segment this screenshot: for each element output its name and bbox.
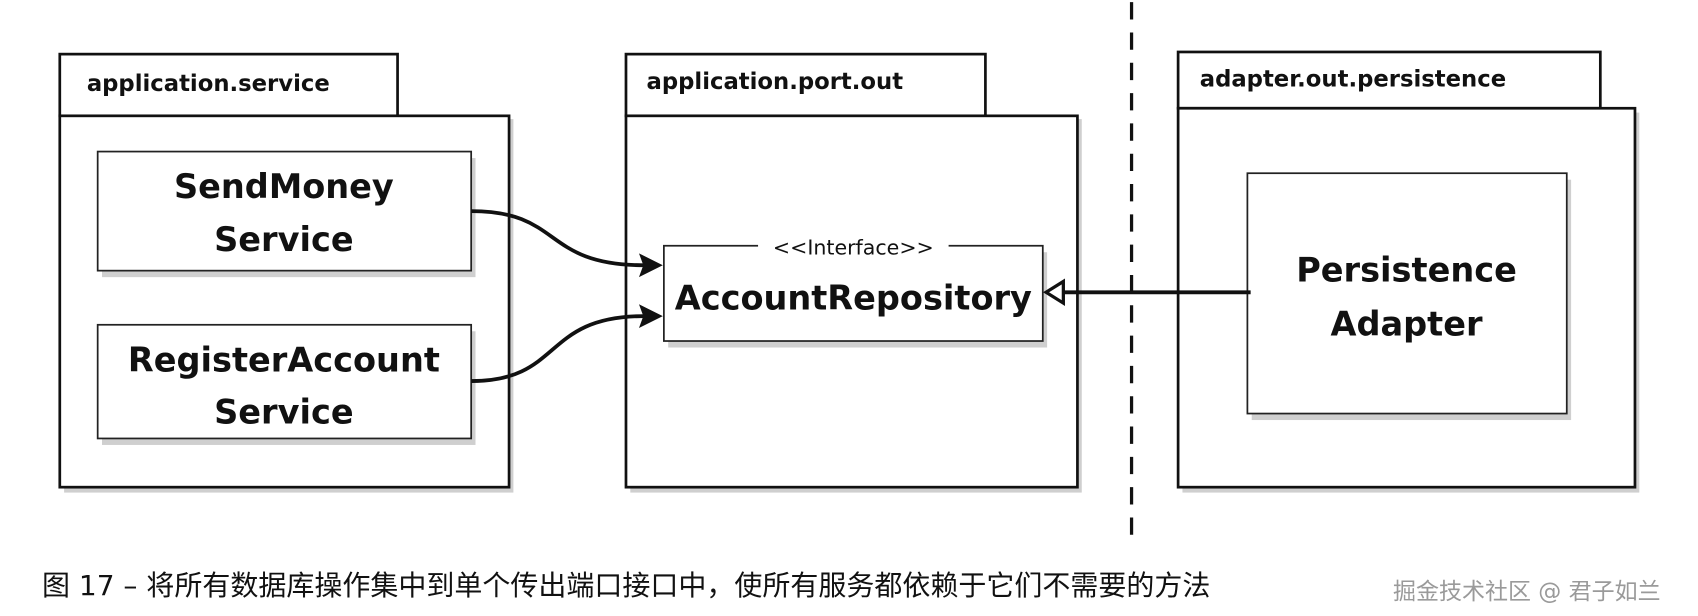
class-persistence-adapter: Persistence Adapter — [1246, 172, 1572, 421]
dependency-arrow-send-money — [471, 209, 645, 268]
hollow-arrowhead-icon — [1042, 278, 1065, 307]
class-name-line2: Adapter — [1331, 305, 1483, 344]
interface-name: AccountRepository — [675, 279, 1032, 318]
class-name-line1: SendMoney — [174, 167, 394, 206]
class-send-money-service: SendMoney Service — [96, 150, 476, 278]
arrowhead-icon — [638, 304, 663, 329]
arrowhead-icon — [638, 253, 663, 278]
class-name-line2: Service — [214, 392, 353, 431]
package-tab — [58, 52, 399, 118]
class-name-line1: RegisterAccount — [128, 340, 440, 379]
figure-caption: 图 17 – 将所有数据库操作集中到单个传出端口接口中，使所有服务都依赖于它们不… — [42, 569, 1211, 602]
stereotype-label: <<Interface>> — [773, 235, 934, 259]
package-label: adapter.out.persistence — [1200, 67, 1506, 93]
dependency-arrow-register-account — [471, 314, 645, 383]
class-name-line2: Service — [214, 220, 353, 259]
package-label: application.service — [87, 71, 330, 97]
package-label: application.port.out — [647, 69, 904, 95]
class-name-line1: Persistence — [1296, 250, 1517, 289]
interface-account-repository: <<Interface>> AccountRepository — [663, 235, 1048, 348]
class-register-account-service: RegisterAccount Service — [96, 323, 476, 445]
watermark: 掘金技术社区 @ 君子如兰 — [1393, 579, 1661, 605]
